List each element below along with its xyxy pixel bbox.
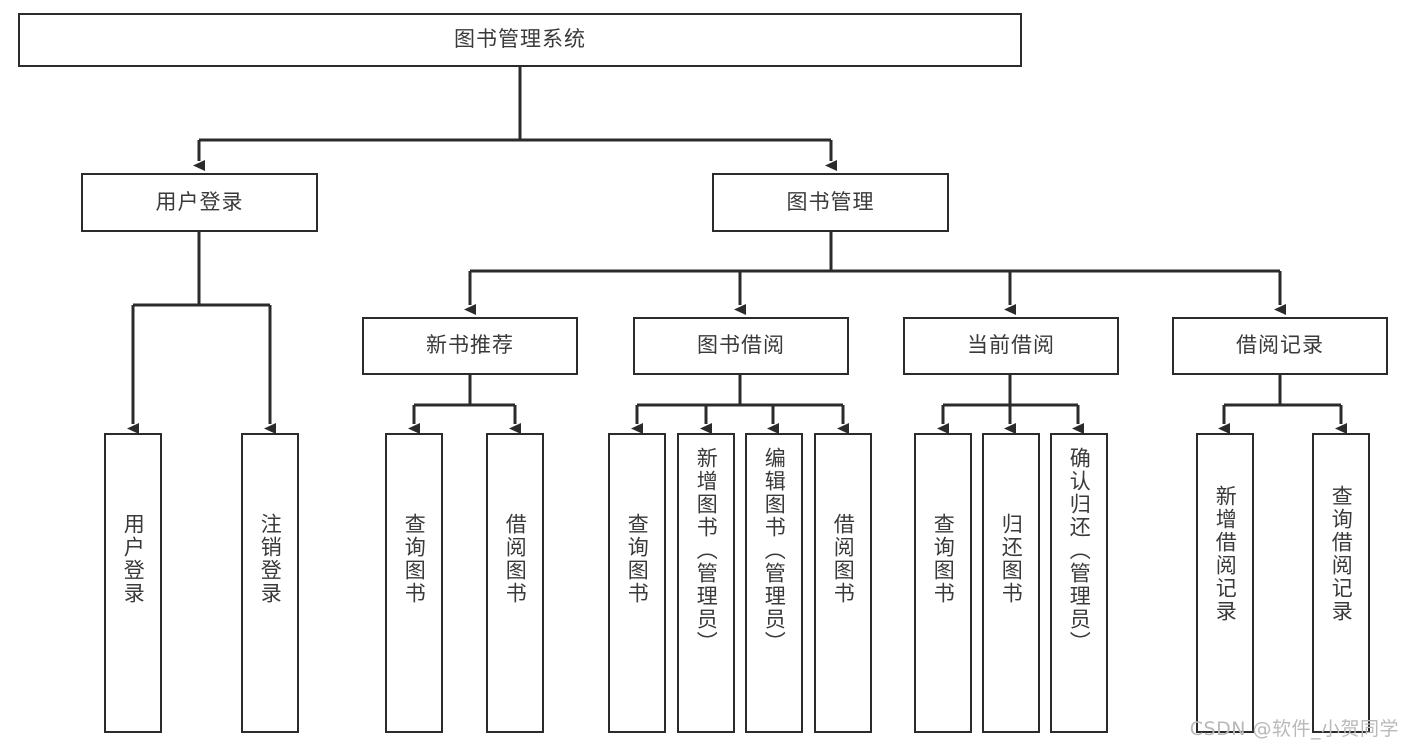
node-leaf-user-login[interactable]: 用户登录 — [104, 433, 162, 733]
node-current-borrow[interactable]: 当前借阅 — [903, 317, 1119, 375]
node-leaf-query-book-1[interactable]: 查询图书 — [385, 433, 443, 733]
node-label: 查询图书 — [931, 513, 956, 605]
node-label: 借阅记录 — [1236, 333, 1324, 358]
node-label: 注销登录 — [258, 513, 283, 605]
watermark-text: CSDN @软件_小贺同学 — [1189, 718, 1399, 740]
node-leaf-borrow-book-1[interactable]: 借阅图书 — [486, 433, 544, 733]
node-label: 借阅图书 — [831, 513, 856, 605]
node-label: 新增图书（管理员） — [694, 447, 719, 654]
node-leaf-query-book-2[interactable]: 查询图书 — [608, 433, 666, 733]
node-label: 查询图书 — [625, 513, 650, 605]
node-leaf-add-record[interactable]: 新增借阅记录 — [1196, 433, 1254, 733]
node-label: 归还图书 — [999, 513, 1024, 605]
node-leaf-return-book[interactable]: 归还图书 — [982, 433, 1040, 733]
node-leaf-borrow-book-2[interactable]: 借阅图书 — [814, 433, 872, 733]
node-leaf-query-book-3[interactable]: 查询图书 — [914, 433, 972, 733]
node-leaf-add-book[interactable]: 新增图书（管理员） — [677, 433, 735, 733]
node-book-borrow[interactable]: 图书借阅 — [633, 317, 849, 375]
node-label: 新书推荐 — [426, 333, 514, 358]
node-leaf-edit-book[interactable]: 编辑图书（管理员） — [745, 433, 803, 733]
node-label: 查询图书 — [402, 513, 427, 605]
node-leaf-confirm-return[interactable]: 确认归还（管理员） — [1050, 433, 1108, 733]
node-label: 新增借阅记录 — [1213, 485, 1238, 623]
node-leaf-user-logout[interactable]: 注销登录 — [241, 433, 299, 733]
node-leaf-query-record[interactable]: 查询借阅记录 — [1312, 433, 1370, 733]
node-label: 用户登录 — [155, 189, 244, 214]
node-label: 编辑图书（管理员） — [762, 447, 787, 654]
node-label: 借阅图书 — [503, 513, 528, 605]
node-root[interactable]: 图书管理系统 — [18, 13, 1022, 67]
node-user-login[interactable]: 用户登录 — [81, 173, 318, 232]
node-new-book-recommend[interactable]: 新书推荐 — [362, 317, 578, 375]
node-label: 图书管理系统 — [454, 27, 586, 52]
node-label: 用户登录 — [121, 513, 146, 605]
node-label: 图书管理 — [786, 189, 875, 214]
node-borrow-record[interactable]: 借阅记录 — [1172, 317, 1388, 375]
node-book-manage[interactable]: 图书管理 — [712, 173, 949, 232]
node-label: 图书借阅 — [697, 333, 785, 358]
node-label: 确认归还（管理员） — [1067, 447, 1092, 654]
node-label: 查询借阅记录 — [1329, 485, 1354, 623]
node-label: 当前借阅 — [967, 333, 1055, 358]
